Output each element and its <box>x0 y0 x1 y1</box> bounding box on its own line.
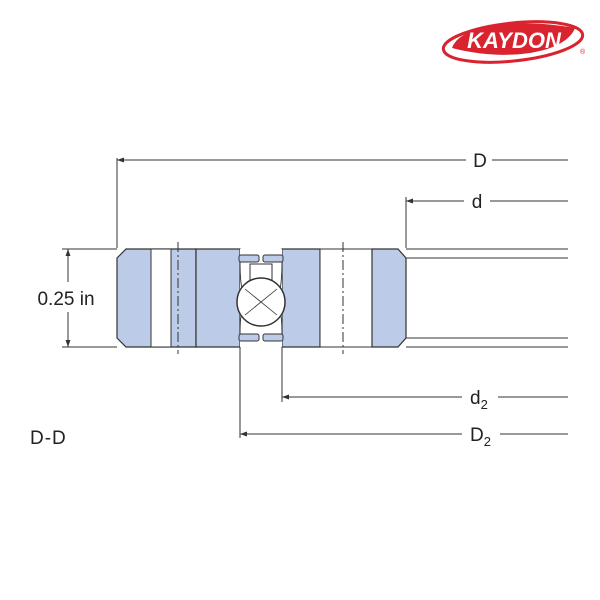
outer-ring-band <box>150 248 172 348</box>
label-height: 0.25 in <box>37 289 94 310</box>
registered-mark: ® <box>580 48 586 56</box>
ball-contact-line-2 <box>244 288 278 316</box>
dimension-inner-diameter: d <box>406 192 568 213</box>
dimension-D2: D2 <box>240 425 568 449</box>
dimension-height: 0.25 in <box>37 248 117 348</box>
bearing-section <box>116 242 407 354</box>
label-outer-diameter: D <box>473 151 487 172</box>
separator-bottom-left <box>238 333 260 342</box>
label-D2: D2 <box>470 425 491 449</box>
label-inner-diameter: d <box>472 192 483 213</box>
logo-text: KAYDON <box>467 28 562 53</box>
separator-top-left <box>238 254 260 263</box>
dimension-d2: d2 <box>282 388 568 412</box>
section-label: D-D <box>30 428 67 449</box>
inner-ring-band <box>319 248 373 348</box>
outer-ring-raceway <box>195 248 241 348</box>
inner-ring-raceway <box>281 248 321 348</box>
dimension-outer-diameter: D <box>117 151 568 172</box>
separator-bottom-right <box>262 333 284 342</box>
separator-top-right <box>262 254 284 263</box>
inner-ring-right <box>371 248 407 348</box>
label-d2: d2 <box>470 388 488 412</box>
kaydon-logo: KAYDON ® <box>441 20 586 64</box>
